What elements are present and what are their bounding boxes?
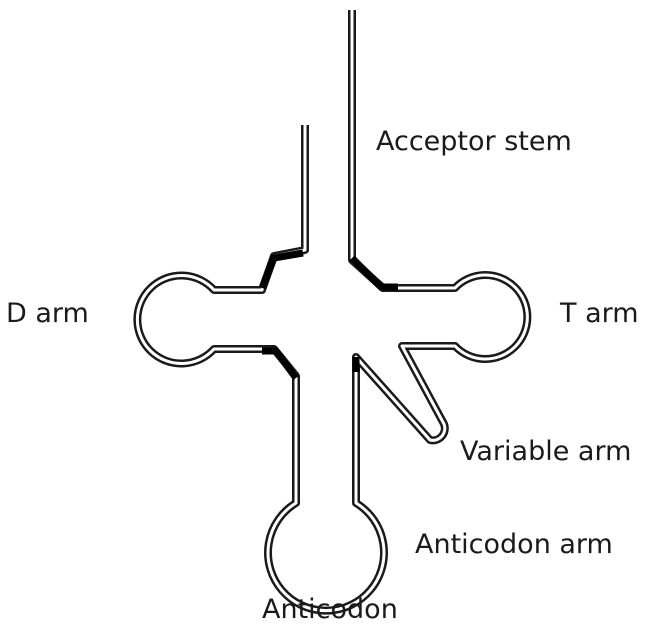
anticodon-label: Anticodon	[262, 596, 398, 623]
acceptor-stem-pairing	[352, 258, 398, 287]
variable-arm-label: Variable arm	[460, 438, 631, 465]
trna-strand	[137, 10, 527, 611]
anticodon-arm-label: Anticodon arm	[415, 531, 613, 558]
acceptor-stem-label: Acceptor stem	[376, 128, 572, 155]
t-arm-label: T arm	[560, 300, 639, 327]
d-arm-label: D arm	[6, 300, 89, 327]
base-pair-segments	[262, 253, 398, 378]
